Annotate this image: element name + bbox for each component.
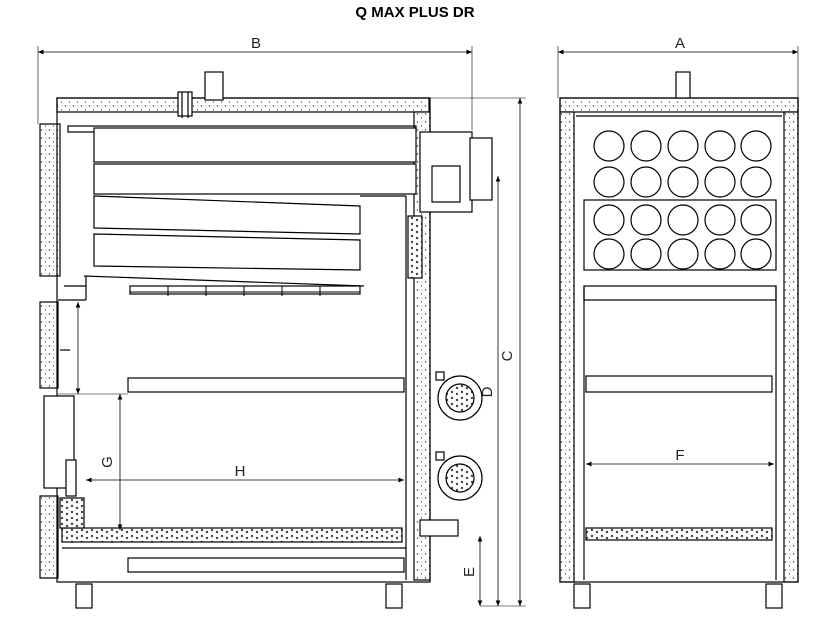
tube-opening [667,238,699,270]
top-insulation [56,97,430,113]
left-insulation-lower [39,495,59,579]
exchanger-tube-3 [93,195,361,235]
tube-opening [740,166,772,198]
tube-opening [667,166,699,198]
dim-label-C: C [499,350,516,361]
dim-label-I: I [57,348,74,352]
side-view [37,46,526,609]
flue-valve [177,91,193,117]
chimney [204,71,224,101]
dim-label-E: E [461,567,478,577]
tube-opening [630,238,662,270]
front-left-insulation [559,111,575,583]
ash-bed [61,527,403,543]
exchanger-tube-1 [93,127,417,163]
front-top-insulation [559,97,799,113]
dim-label-H: H [235,463,246,480]
tube-opening [667,130,699,162]
grate-rail-upper [127,377,405,393]
front-ash-bed [585,527,773,541]
front-right-insulation [783,111,799,583]
tube-opening [593,204,625,236]
dim-label-A: A [675,35,685,52]
tube-opening [593,238,625,270]
dim-label-B: B [251,35,261,52]
tube-opening [740,238,772,270]
tube-opening [704,166,736,198]
tube-opening [630,204,662,236]
tube-opening [667,204,699,236]
burner-bar [129,285,361,295]
dim-label-D: D [479,386,496,397]
tube-opening [630,166,662,198]
outlet-pipe [419,519,459,537]
exchanger-tube-2 [93,163,417,195]
front-grate-rail [585,375,773,393]
tube-opening [593,166,625,198]
exchanger-tube-4 [93,233,361,271]
tube-opening [593,130,625,162]
tube-opening [704,130,736,162]
leg-right [385,583,403,609]
tube-opening [630,130,662,162]
dim-label-G: G [99,456,116,468]
tube-opening [704,238,736,270]
front-view [557,46,799,609]
left-insulation-middle [39,301,59,389]
front-chimney [675,71,691,99]
tube-opening [740,204,772,236]
dim-label-F: F [675,447,684,464]
left-insulation-upper [39,123,61,277]
door-handle [407,215,423,279]
tube-grid [593,130,772,270]
leg-left [75,583,93,609]
grate-rail-lower [127,557,405,573]
drawing-title: Q MAX PLUS DR [355,4,475,21]
tube-opening [740,130,772,162]
tube-opening [704,204,736,236]
